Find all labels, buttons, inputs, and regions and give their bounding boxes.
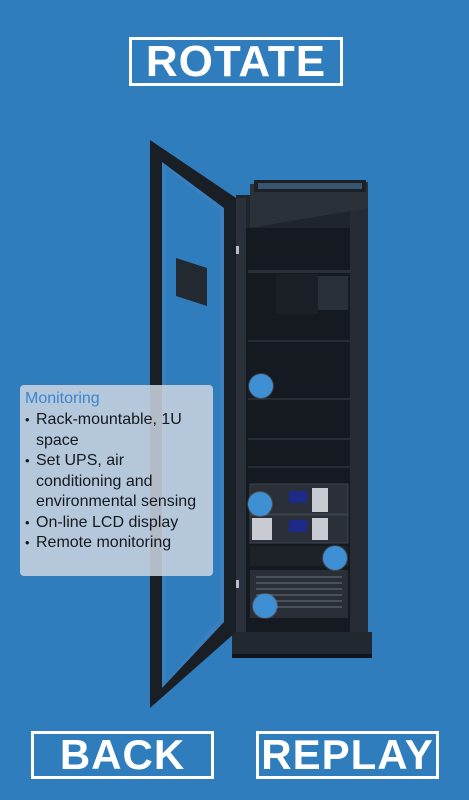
bullet-icon: • xyxy=(25,535,30,550)
rotate-button[interactable]: ROTATE xyxy=(129,37,343,86)
hotspot-ups-right[interactable] xyxy=(323,546,347,570)
list-item: • Set UPS, air conditioning and environme… xyxy=(25,451,209,513)
feature-text: Set UPS, air conditioning and environmen… xyxy=(36,452,197,510)
bullet-icon: • xyxy=(25,412,30,427)
hotspot-battery[interactable] xyxy=(253,594,277,618)
list-item: • Remote monitoring xyxy=(25,533,209,554)
info-panel-title: Monitoring xyxy=(25,390,100,407)
feature-list: • Rack-mountable, 1U space • Set UPS, air … xyxy=(25,410,209,554)
feature-text: Rack-mountable, 1U space xyxy=(36,411,182,449)
feature-text: Remote monitoring xyxy=(36,534,172,551)
bullet-icon: • xyxy=(25,453,30,468)
list-item: • On-line LCD display xyxy=(25,513,209,534)
hotspot-ups-upper[interactable] xyxy=(248,492,272,516)
hotspot-monitoring[interactable] xyxy=(249,374,273,398)
rack-cabinet xyxy=(232,180,372,658)
replay-button[interactable]: REPLAY xyxy=(256,731,439,779)
bullet-icon: • xyxy=(25,514,30,530)
list-item: • Rack-mountable, 1U space xyxy=(25,410,209,451)
back-button[interactable]: BACK xyxy=(31,731,214,779)
feature-text: On-line LCD display xyxy=(36,513,179,531)
info-panel: Monitoring • Rack-mountable, 1U space • Se… xyxy=(20,385,213,576)
